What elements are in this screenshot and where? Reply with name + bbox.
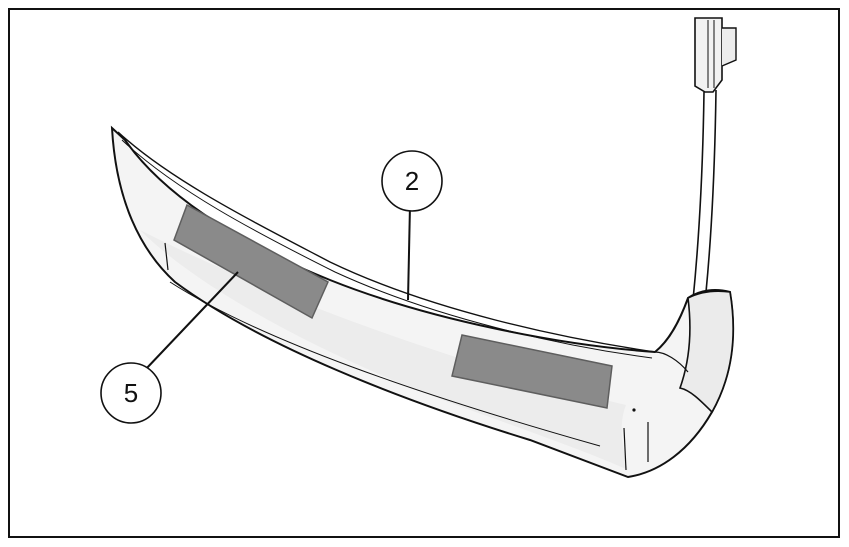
callout-2: 2	[381, 150, 443, 212]
pad-right	[451, 334, 613, 409]
leader-line-2	[407, 204, 411, 301]
callout-2-circle	[381, 150, 443, 212]
callout-5-circle	[100, 362, 162, 424]
mounting-strap	[692, 17, 737, 301]
callout-2-label: 2	[405, 166, 419, 196]
figure-border	[8, 8, 840, 538]
callout-5: 5	[100, 362, 162, 424]
leader-line-5	[144, 271, 239, 371]
pad-left	[173, 203, 329, 320]
callout-5-label: 5	[124, 378, 138, 408]
